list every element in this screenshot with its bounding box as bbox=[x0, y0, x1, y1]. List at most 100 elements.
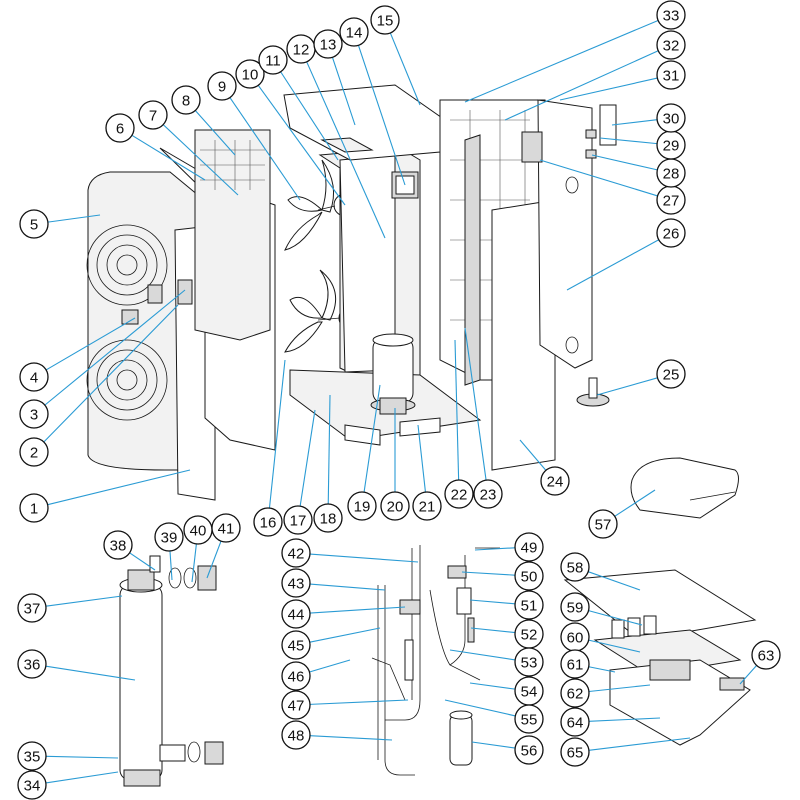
top-cover bbox=[283, 84, 446, 161]
callout-label: 46 bbox=[288, 669, 305, 686]
callout-label: 53 bbox=[521, 655, 538, 672]
callout-label: 45 bbox=[288, 638, 305, 655]
callout-42: 42 bbox=[281, 538, 311, 568]
callout-37: 37 bbox=[17, 593, 47, 623]
callout-40: 40 bbox=[183, 515, 213, 545]
leader-line-1 bbox=[47, 469, 191, 506]
callout-label: 21 bbox=[419, 499, 436, 516]
callout-13: 13 bbox=[313, 29, 343, 59]
callout-label: 15 bbox=[377, 13, 394, 30]
leader-line-60 bbox=[588, 639, 641, 653]
callout-38: 38 bbox=[103, 530, 133, 560]
callout-33: 33 bbox=[656, 0, 686, 30]
callout-63: 63 bbox=[751, 640, 781, 670]
leader-line-51 bbox=[469, 599, 516, 605]
leader-line-43 bbox=[309, 583, 386, 591]
callout-label: 42 bbox=[288, 546, 305, 563]
callout-29: 29 bbox=[656, 130, 686, 160]
callout-48: 48 bbox=[281, 720, 311, 750]
leader-line-58 bbox=[588, 571, 641, 591]
callout-label: 28 bbox=[663, 166, 680, 183]
callout-2: 2 bbox=[19, 437, 49, 467]
callout-31: 31 bbox=[656, 60, 686, 90]
callout-26: 26 bbox=[656, 218, 686, 248]
leader-line-2 bbox=[43, 304, 179, 443]
leader-line-35 bbox=[45, 755, 119, 759]
callout-10: 10 bbox=[235, 59, 265, 89]
callout-4: 4 bbox=[19, 362, 49, 392]
callout-label: 13 bbox=[320, 37, 337, 54]
callout-53: 53 bbox=[514, 647, 544, 677]
callout-50: 50 bbox=[514, 561, 544, 591]
leader-line-12 bbox=[306, 61, 386, 239]
callout-label: 24 bbox=[547, 474, 564, 491]
leader-line-30 bbox=[611, 119, 658, 126]
callout-30: 30 bbox=[656, 103, 686, 133]
callout-12: 12 bbox=[286, 34, 316, 64]
grille-panel bbox=[194, 129, 271, 341]
callout-8: 8 bbox=[171, 85, 201, 115]
callout-35: 35 bbox=[17, 741, 47, 771]
callout-23: 23 bbox=[473, 479, 503, 509]
callout-3: 3 bbox=[19, 399, 49, 429]
callout-label: 63 bbox=[758, 648, 775, 665]
callout-36: 36 bbox=[17, 649, 47, 679]
leader-line-21 bbox=[417, 424, 427, 493]
callout-label: 22 bbox=[451, 487, 468, 504]
leader-line-8 bbox=[194, 110, 236, 156]
callout-label: 32 bbox=[663, 38, 680, 55]
callout-label: 18 bbox=[320, 511, 337, 528]
callout-label: 48 bbox=[288, 728, 305, 745]
callout-45: 45 bbox=[281, 630, 311, 660]
callout-47: 47 bbox=[281, 690, 311, 720]
leader-line-64 bbox=[588, 717, 661, 722]
right-side-panel bbox=[537, 99, 593, 369]
callout-label: 25 bbox=[663, 367, 680, 384]
callout-label: 26 bbox=[663, 226, 680, 243]
callout-label: 40 bbox=[190, 523, 207, 540]
leader-line-39 bbox=[169, 550, 173, 581]
callout-label: 47 bbox=[288, 698, 305, 715]
callout-62: 62 bbox=[560, 678, 590, 708]
callout-label: 11 bbox=[265, 53, 281, 70]
leader-line-29 bbox=[599, 137, 658, 145]
callout-label: 20 bbox=[387, 499, 404, 516]
callout-label: 19 bbox=[354, 499, 371, 516]
callout-label: 39 bbox=[161, 530, 178, 547]
callout-49: 49 bbox=[514, 532, 544, 562]
control-bracket bbox=[521, 104, 617, 163]
callout-label: 50 bbox=[521, 569, 538, 586]
callout-label: 12 bbox=[293, 42, 310, 59]
callout-label: 55 bbox=[521, 712, 538, 729]
callout-label: 27 bbox=[663, 193, 680, 210]
leader-line-44 bbox=[309, 606, 406, 614]
callout-25: 25 bbox=[656, 359, 686, 389]
callout-label: 5 bbox=[30, 217, 38, 234]
leader-line-62 bbox=[588, 684, 651, 693]
leader-line-11 bbox=[280, 71, 339, 161]
leader-line-45 bbox=[309, 627, 381, 643]
callout-label: 3 bbox=[30, 407, 38, 424]
leader-line-47 bbox=[309, 699, 409, 705]
leader-line-17 bbox=[299, 409, 316, 507]
leader-line-61 bbox=[588, 666, 616, 673]
callout-label: 37 bbox=[24, 601, 41, 618]
leader-line-59 bbox=[588, 610, 643, 626]
leader-line-37 bbox=[45, 595, 123, 607]
callout-label: 14 bbox=[346, 25, 363, 42]
callout-label: 17 bbox=[290, 513, 307, 530]
callout-22: 22 bbox=[444, 479, 474, 509]
callout-label: 57 bbox=[595, 517, 612, 534]
protective-cover bbox=[630, 457, 739, 519]
callout-label: 59 bbox=[567, 600, 584, 617]
callout-label: 23 bbox=[480, 487, 497, 504]
callout-label: 9 bbox=[218, 79, 226, 96]
leader-line-26 bbox=[566, 239, 659, 291]
leader-line-52 bbox=[470, 627, 516, 634]
leader-line-15 bbox=[389, 32, 421, 106]
callout-label: 60 bbox=[567, 630, 584, 647]
leader-line-33 bbox=[464, 19, 659, 103]
leader-line-56 bbox=[471, 741, 516, 749]
leader-line-7 bbox=[162, 124, 239, 196]
